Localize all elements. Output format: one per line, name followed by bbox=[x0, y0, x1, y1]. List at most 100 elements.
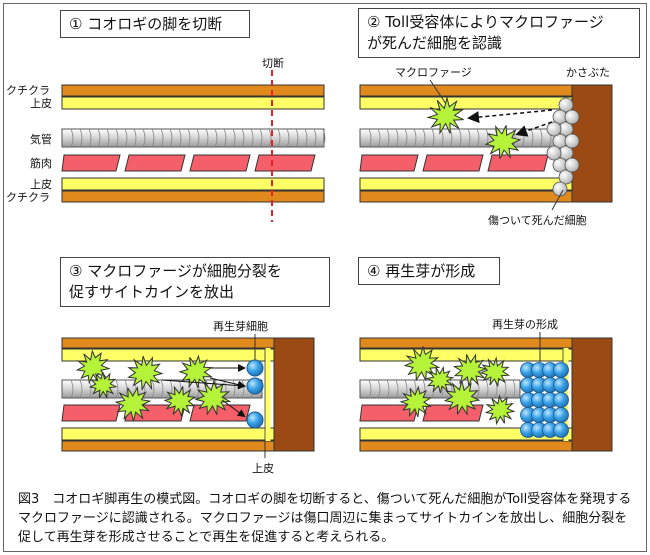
trachea-ring bbox=[286, 128, 290, 148]
trachea-ring bbox=[304, 128, 308, 148]
trachea-ring bbox=[115, 128, 119, 148]
trachea-ring bbox=[277, 128, 281, 148]
trachea-ring bbox=[160, 379, 164, 399]
trachea-ring bbox=[386, 128, 390, 148]
trachea-ring bbox=[79, 379, 83, 399]
trachea-ring bbox=[232, 379, 236, 399]
trachea-ring bbox=[160, 128, 164, 148]
cuticle-bottom-layer bbox=[61, 190, 325, 203]
macrophage bbox=[88, 371, 118, 400]
trachea-ring bbox=[151, 379, 155, 399]
trachea-ring bbox=[485, 128, 489, 148]
trachea-ring bbox=[70, 379, 74, 399]
recognition-arrow bbox=[467, 109, 553, 124]
trachea-ring bbox=[97, 128, 101, 148]
recognition-arrow bbox=[515, 121, 553, 137]
cuticle-bottom-layer bbox=[359, 190, 573, 203]
blastema-formation-label: 再生芽の形成 bbox=[492, 317, 558, 331]
trachea-ring bbox=[377, 379, 381, 399]
panel-4-title: ④ 再生芽が形成 bbox=[358, 257, 500, 285]
epidermis-bottom-layer bbox=[61, 177, 325, 191]
blastema-cell bbox=[246, 359, 264, 377]
trachea-ring bbox=[449, 128, 453, 148]
dead-cell bbox=[546, 145, 562, 161]
dead-cell bbox=[564, 109, 580, 125]
macrophage bbox=[178, 354, 213, 389]
trachea-ring bbox=[268, 128, 272, 148]
trachea-ring bbox=[322, 128, 326, 148]
trachea-ring bbox=[449, 379, 453, 399]
epidermis-top-label: 上皮 bbox=[30, 97, 52, 110]
dead-cells-label: 傷ついて死んだ細胞 bbox=[488, 213, 587, 227]
cut-label: 切断 bbox=[262, 56, 284, 70]
macrophage-group bbox=[399, 345, 516, 426]
epidermis-top-layer bbox=[359, 96, 573, 110]
muscle-layer bbox=[359, 154, 549, 172]
panel-3-title-line1: ③ マクロファージが細胞分裂を bbox=[69, 262, 282, 280]
cuticle-top-layer bbox=[61, 337, 275, 349]
trachea-ring bbox=[458, 128, 462, 148]
trachea-ring bbox=[368, 128, 372, 148]
trachea-ring bbox=[259, 128, 263, 148]
scab bbox=[273, 337, 315, 452]
trachea-ring bbox=[187, 128, 191, 148]
panel-3-title: ③ マクロファージが細胞分裂を 促すサイトカインを放出 bbox=[60, 257, 330, 307]
panel-3: 再生芽細胞 上皮 bbox=[61, 319, 315, 475]
scab bbox=[571, 337, 613, 452]
trachea-ring bbox=[295, 128, 299, 148]
trachea-ring bbox=[386, 379, 390, 399]
cytokine-arrow bbox=[221, 399, 246, 418]
macrophage bbox=[399, 385, 433, 418]
dead-cells-cluster bbox=[546, 97, 580, 197]
blastema-cell bbox=[553, 407, 569, 423]
trachea-ring bbox=[368, 379, 372, 399]
trachea-ring bbox=[115, 379, 119, 399]
dead-cell bbox=[546, 121, 562, 137]
macrophage-group bbox=[75, 349, 232, 422]
trachea-ring bbox=[223, 128, 227, 148]
blastema-cell bbox=[553, 362, 569, 378]
trachea-ring bbox=[79, 128, 83, 148]
trachea-ring bbox=[512, 379, 516, 399]
blastema-cell bbox=[246, 411, 264, 429]
trachea-ring bbox=[422, 128, 426, 148]
trachea-ring bbox=[70, 128, 74, 148]
trachea-ring bbox=[395, 379, 399, 399]
trachea-ring bbox=[232, 128, 236, 148]
panel-4: 再生芽の形成 bbox=[359, 317, 613, 452]
trachea-ring bbox=[485, 379, 489, 399]
panel-3-title-line2: 促すサイトカインを放出 bbox=[69, 283, 235, 301]
scab-label: かさぶた bbox=[566, 66, 610, 79]
trachea-ring bbox=[250, 128, 254, 148]
trachea-ring bbox=[196, 128, 200, 148]
trachea-ring bbox=[169, 128, 173, 148]
cuticle-bottom-label: クチクラ bbox=[6, 191, 50, 204]
macrophage bbox=[484, 394, 516, 426]
panel-4-title-text: ④ 再生芽が形成 bbox=[367, 262, 476, 280]
dead-cell bbox=[558, 97, 574, 113]
trachea-tube bbox=[359, 128, 561, 148]
trachea-ring bbox=[124, 128, 128, 148]
trachea-ring bbox=[178, 128, 182, 148]
dead-cell bbox=[564, 133, 580, 149]
trachea-ring bbox=[133, 128, 137, 148]
macrophage bbox=[114, 385, 152, 422]
blastema-cell bbox=[553, 422, 569, 438]
trachea-ring bbox=[142, 128, 146, 148]
trachea-ring bbox=[313, 128, 317, 148]
trachea-ring bbox=[241, 128, 245, 148]
dead-cells-leader bbox=[551, 189, 564, 211]
blastema-cell bbox=[553, 377, 569, 393]
trachea-ring bbox=[404, 128, 408, 148]
muscle-layer bbox=[61, 154, 316, 172]
panel-1: クチクラ 上皮 気管 筋肉 上皮 クチクラ 切断 bbox=[6, 56, 326, 222]
dead-cell bbox=[558, 169, 574, 185]
trachea-ring bbox=[214, 128, 218, 148]
epidermis-top-layer bbox=[61, 96, 325, 110]
trachea-ring bbox=[467, 128, 471, 148]
cuticle-bottom-layer bbox=[61, 440, 275, 452]
trachea-ring bbox=[205, 128, 209, 148]
trachea-ring bbox=[151, 128, 155, 148]
dead-cell bbox=[564, 157, 580, 173]
macrophage bbox=[452, 353, 488, 387]
